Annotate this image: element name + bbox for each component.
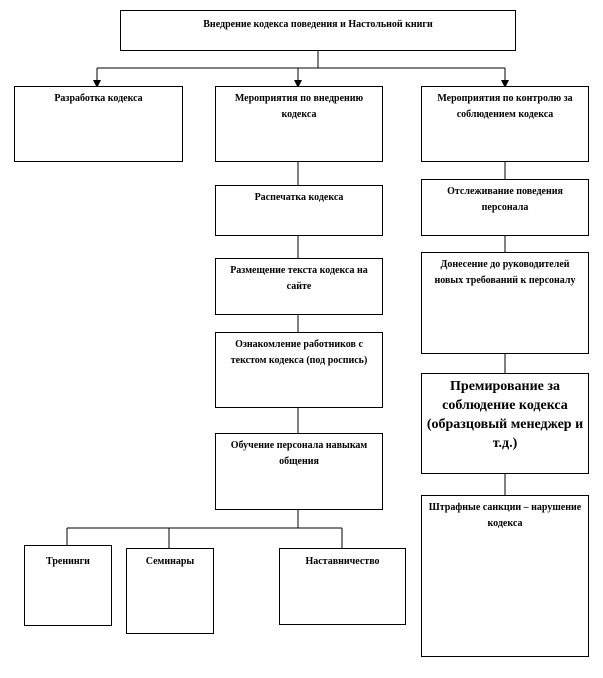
training-box: Обучение персонала навыкам общения [215, 433, 383, 510]
root-box: Внедрение кодекса поведения и Настольной… [120, 10, 516, 51]
penalties-box: Штрафные санкции – нарушение кодекса [421, 495, 589, 657]
tracking-box: Отслеживание поведения персонала [421, 179, 589, 236]
mentoring-box: Наставничество [279, 548, 406, 625]
control-box: Мероприятия по контролю за соблюдением к… [421, 86, 589, 162]
development-box: Разработка кодекса [14, 86, 183, 162]
inform-box: Донесение до руководителей новых требова… [421, 252, 589, 354]
print-box: Распечатка кодекса [215, 185, 383, 236]
implementation-box: Мероприятия по внедрению кодекса [215, 86, 383, 162]
trainings-box: Тренинги [24, 545, 112, 626]
acquaint-box: Ознакомление работников с текстом кодекс… [215, 332, 383, 408]
publish-box: Размещение текста кодекса на сайте [215, 258, 383, 315]
seminars-box: Семинары [126, 548, 214, 634]
bonus-box: Премирование за соблюдение кодекса (обра… [421, 373, 589, 474]
